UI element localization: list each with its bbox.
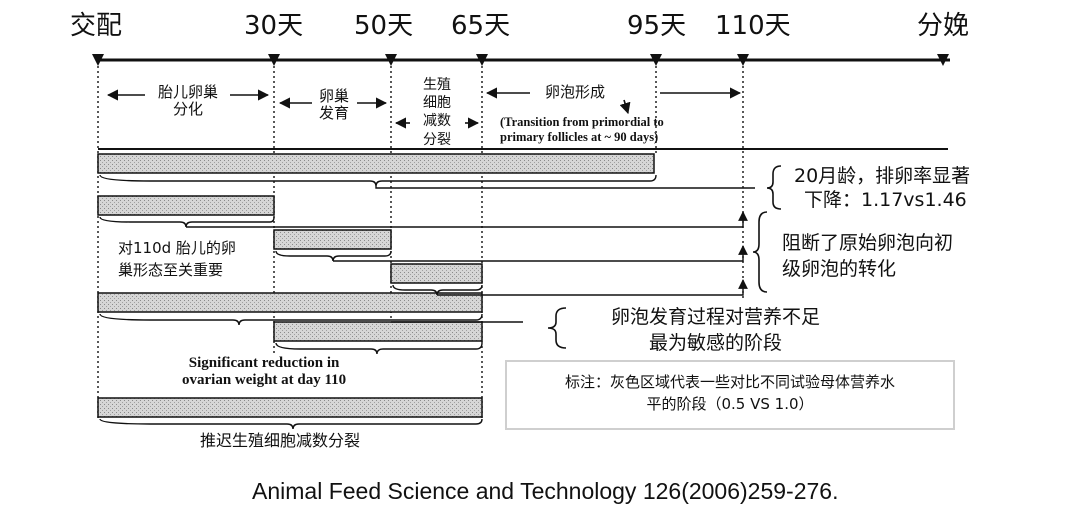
stage-transition-note: (Transition from primordial to primary f…: [500, 115, 664, 145]
stage-label-line: 卵巢: [318, 87, 349, 105]
milestone-mating: 交配: [70, 11, 123, 41]
bar-0-65-b: [97, 397, 483, 418]
stage-label-line: 细胞: [423, 95, 451, 112]
stage-ovary-development: 卵巢 发育: [312, 87, 356, 123]
annotation-line: ovarian weight at day 110: [182, 371, 347, 388]
annotation-most-sensitive: 卵泡发育过程对营养不足 最为敏感的阶段: [611, 305, 820, 356]
annotation-line: 20月龄，排卵率显著: [794, 165, 971, 187]
stage-label-line: 发育: [318, 104, 349, 123]
stage-label-line: 生殖: [423, 77, 451, 93]
bar-0-65: [97, 292, 483, 313]
note-box: 标注：灰色区域代表一些对比不同试验母体营养水 平的阶段（0.5 VS 1.0）: [505, 360, 955, 430]
bar-0-30-a: [97, 195, 275, 216]
stage-label-line: 胎儿卵巢: [157, 83, 218, 101]
annotation-line: 阻断了原始卵泡向初: [782, 232, 954, 254]
stage-follicle-formation: 卵泡形成: [545, 83, 606, 101]
bar-30-65: [273, 321, 483, 342]
annotation-line: 下降：1.17vs1.46: [804, 188, 967, 211]
milestone-95d: 95天: [627, 11, 687, 41]
annotation-ovarian-weight: Significant reduction in ovarian weight …: [182, 355, 346, 388]
bar-50-65: [390, 263, 483, 284]
bar-0-95: [97, 153, 655, 174]
bar-30-50: [273, 229, 392, 250]
stage-fetal-ovary-differentiation: 胎儿卵巢 分化: [148, 83, 228, 119]
annotation-line: 最为敏感的阶段: [649, 331, 783, 354]
transition-note-line: (Transition from primordial to: [500, 115, 664, 129]
stage-arrows: [106, 87, 742, 129]
annotation-line: 卵泡发育过程对营养不足: [611, 306, 821, 328]
note-line: 标注：灰色区域代表一些对比不同试验母体营养水: [564, 373, 895, 391]
annotation-block-transition: 阻断了原始卵泡向初 级卵泡的转化: [782, 231, 953, 282]
stage-germ-cell-meiosis: 生殖 细胞 减数 分裂: [412, 76, 462, 149]
milestone-110d: 110天: [715, 11, 791, 41]
outcome-connectors: [186, 186, 755, 323]
annotation-morphology-110d: 对110d 胎儿的卵 巢形态至关重要: [118, 238, 236, 282]
annotation-line: Significant reduction in: [188, 355, 340, 371]
note-line: 平的阶段（0.5 VS 1.0）: [646, 394, 814, 413]
stage-label-line: 减数: [423, 113, 451, 130]
stage-label-line: 分化: [172, 100, 203, 119]
milestone-50d: 50天: [354, 11, 414, 41]
milestone-arrows: [92, 54, 949, 66]
milestone-65d: 65天: [451, 11, 511, 41]
bar-braces: [99, 174, 657, 430]
milestone-30d: 30天: [244, 11, 304, 41]
note-text: 标注：灰色区域代表一些对比不同试验母体营养水 平的阶段（0.5 VS 1.0）: [507, 372, 953, 416]
annotation-ovulation-decrease: 20月龄，排卵率显著 下降：1.17vs1.46: [794, 165, 970, 213]
transition-note-line: primary follicles at ~ 90 days): [500, 130, 659, 144]
annotation-line: 对110d 胎儿的卵: [118, 239, 236, 257]
annotation-line: 巢形态至关重要: [118, 260, 224, 279]
outcome-braces: [547, 165, 782, 349]
stage-label-line: 分裂: [423, 131, 451, 148]
treatment-bars: [97, 153, 655, 418]
annotation-delay-meiosis: 推迟生殖细胞减数分裂: [200, 431, 361, 450]
milestone-farrowing: 分娩: [917, 11, 970, 41]
citation: Animal Feed Science and Technology 126(2…: [252, 478, 839, 504]
annotation-line: 级卵泡的转化: [782, 257, 897, 280]
